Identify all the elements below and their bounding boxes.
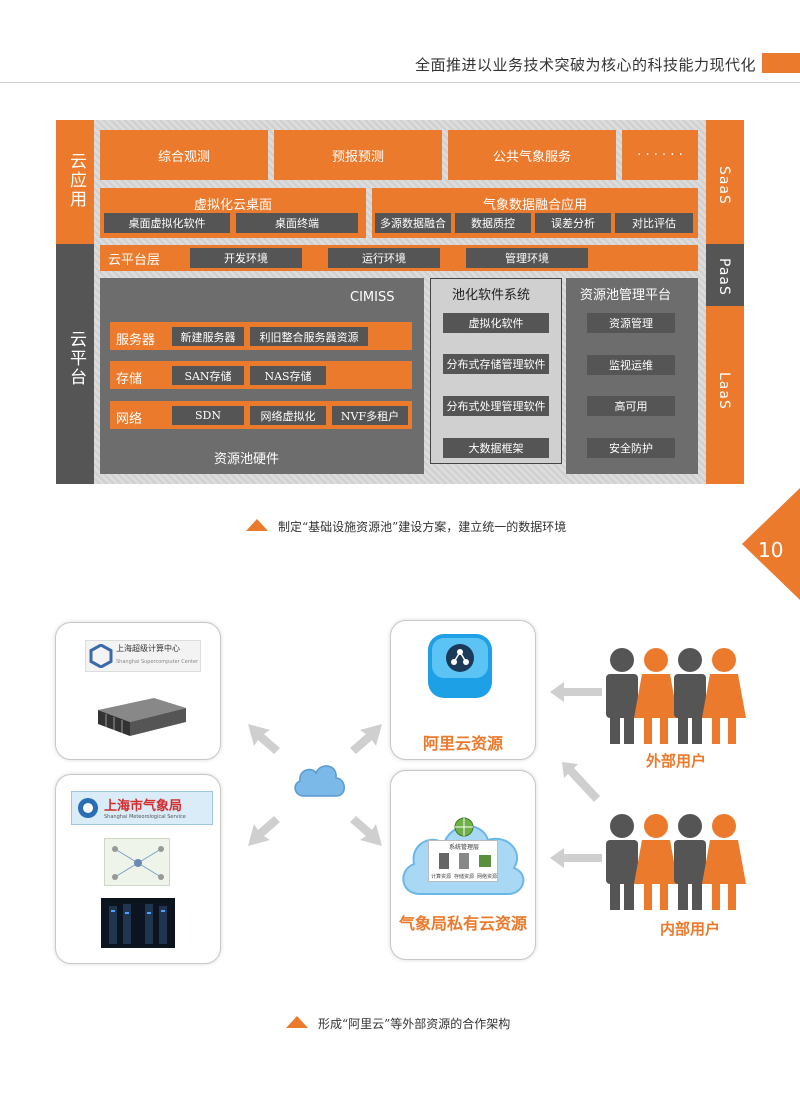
caption-triangle-icon xyxy=(246,519,268,531)
system-mgmt-title: 系统管理层 xyxy=(448,844,479,851)
aliyun-label: 阿里云资源 xyxy=(422,734,503,753)
page-number: 10 xyxy=(758,538,784,562)
hardware-item: SDN xyxy=(172,406,244,425)
caption-triangle-icon xyxy=(286,1016,308,1028)
pool-mgmt-item: 安全防护 xyxy=(587,438,675,458)
cloud-app-sidebar xyxy=(56,120,94,244)
aliyun-app-icon xyxy=(428,634,492,698)
pool-software-item: 大数据框架 xyxy=(443,438,549,458)
data-fusion-title: 气象数据融合应用 xyxy=(482,198,587,213)
met-emblem-icon xyxy=(78,798,98,818)
hardware-row-label: 存储 xyxy=(116,372,143,387)
pool-mgmt-item: 监视运维 xyxy=(587,355,675,375)
app-box: 预报预测 xyxy=(274,130,442,180)
hardware-item: NVF多租户 xyxy=(332,406,408,425)
header-title: 全面推进以业务技术突破为核心的科技能力现代化 xyxy=(414,56,756,74)
sh-met-logo-sub: Shanghai Meteorological Service xyxy=(104,814,186,820)
internal-users-label: 内部用户 xyxy=(660,920,721,938)
data-center-icon xyxy=(109,904,167,944)
app-box: 公共气象服务 xyxy=(448,130,616,180)
user-arrows xyxy=(550,682,602,868)
sh-met-logo-text: 上海市气象局 xyxy=(104,799,183,814)
hardware-row-label: 服务器 xyxy=(116,333,156,348)
laas-sidebar xyxy=(706,306,744,484)
pool-software-title: 池化软件系统 xyxy=(452,288,531,303)
sh-super-logo-sub: Shanghai Supercomputer Center xyxy=(116,659,199,665)
hardware-item: 网络虚拟化 xyxy=(250,406,326,425)
pool-software-item: 分布式处理管理软件 xyxy=(443,396,549,416)
sh-super-logo: 上海超级计算中心 Shanghai Supercomputer Center xyxy=(85,640,201,672)
data-fusion-item: 多源数据融合 xyxy=(375,213,451,233)
external-users-icon xyxy=(606,648,746,744)
cloud-platform-sidebar xyxy=(56,244,94,484)
data-fusion-item: 对比评估 xyxy=(615,213,693,233)
cloud-icon xyxy=(294,765,345,797)
pool-mgmt-title: 资源池管理平台 xyxy=(580,288,672,303)
data-fusion-item: 数据质控 xyxy=(455,213,531,233)
platform-item: 开发环境 xyxy=(190,248,302,268)
page-number-tab xyxy=(742,488,800,600)
pool-mgmt-item: 资源管理 xyxy=(587,313,675,333)
platform-layer-title: 云平台层 xyxy=(108,252,161,268)
network-map-icon xyxy=(112,846,164,880)
system-mgmt-icons xyxy=(439,853,491,869)
hardware-title: 资源池硬件 xyxy=(214,452,280,467)
data-center-image xyxy=(101,898,175,948)
system-mgmt-box: 系统管理层 计算资源 存储资源 网络资源 xyxy=(428,840,498,882)
hardware-item: 新建服务器 xyxy=(172,327,244,346)
cimiss-label: CIMISS xyxy=(350,290,395,305)
saas-label: SaaS xyxy=(716,166,732,205)
header-accent-tab xyxy=(762,53,800,73)
caption-architecture: 制定“基础设施资源池”建设方案，建立统一的数据环境 xyxy=(278,520,567,534)
hardware-item: 利旧整合服务器资源 xyxy=(250,327,368,346)
virtual-desktop-item: 桌面终端 xyxy=(236,213,358,233)
hexagon-logo-icon xyxy=(89,644,113,668)
header-divider xyxy=(0,82,800,83)
hardware-row-label: 网络 xyxy=(116,412,143,427)
data-fusion-item: 误差分析 xyxy=(535,213,611,233)
hardware-item: SAN存储 xyxy=(172,366,244,385)
platform-item: 管理环境 xyxy=(466,248,588,268)
external-users-label: 外部用户 xyxy=(646,752,707,770)
virtual-desktop-title: 虚拟化云桌面 xyxy=(193,198,272,213)
pool-software-item: 虚拟化软件 xyxy=(443,313,549,333)
app-box-more: · · · · · · xyxy=(622,130,698,180)
hardware-item: NAS存储 xyxy=(250,366,326,385)
pool-mgmt-item: 高可用 xyxy=(587,396,675,416)
sh-met-logo: 上海市气象局 Shanghai Meteorological Service xyxy=(71,791,213,825)
paas-sidebar xyxy=(706,244,744,306)
center-connector-arrows xyxy=(248,724,382,846)
app-box: 综合观测 xyxy=(100,130,268,180)
caption-cooperation: 形成“阿里云”等外部资源的合作架构 xyxy=(318,1017,511,1031)
platform-item: 运行环境 xyxy=(328,248,440,268)
pool-software-item: 分布式存储管理软件 xyxy=(443,354,549,374)
private-cloud-label: 气象局私有云资源 xyxy=(398,914,527,933)
system-mgmt-item: 存储资源 xyxy=(454,874,475,880)
sh-super-logo-text: 上海超级计算中心 xyxy=(116,644,180,653)
virtual-desktop-item: 桌面虚拟化软件 xyxy=(104,213,230,233)
internal-users-icon xyxy=(606,814,746,910)
system-mgmt-item: 网络资源 xyxy=(477,874,498,880)
network-globe-icon xyxy=(454,817,474,837)
system-mgmt-item: 计算资源 xyxy=(431,874,452,880)
cloud-platform-label: 云平台 xyxy=(66,330,86,387)
network-map-image xyxy=(104,838,170,886)
laas-label: LaaS xyxy=(716,372,732,410)
saas-sidebar xyxy=(706,120,744,244)
server-rack-icon xyxy=(98,698,186,736)
paas-label: PaaS xyxy=(716,258,732,296)
cloud-app-label: 云应用 xyxy=(66,152,86,209)
